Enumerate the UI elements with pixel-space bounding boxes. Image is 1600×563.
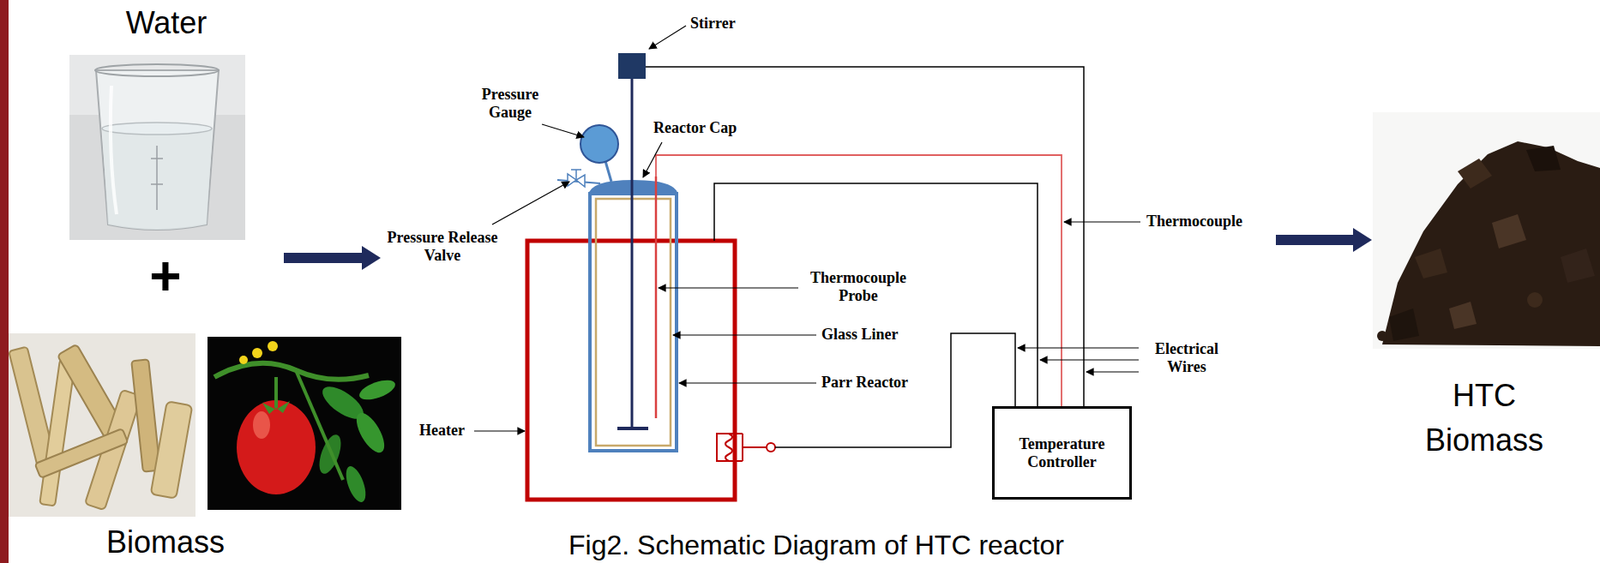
figure-caption: Fig2. Schematic Diagram of HTC reactor bbox=[568, 530, 1065, 561]
tomato-photo bbox=[356, 376, 398, 404]
part-label: Glass Liner bbox=[821, 325, 899, 344]
photo-panel: Water bbox=[69, 1, 246, 241]
leader-line bbox=[474, 25, 1141, 432]
water-photo bbox=[150, 183, 163, 186]
tomato-photo bbox=[274, 377, 278, 409]
process-arrow bbox=[283, 246, 381, 271]
leader-line bbox=[679, 382, 817, 384]
stirrer-wire bbox=[645, 66, 1084, 407]
part-label: Pressure Gauge bbox=[467, 85, 554, 121]
heater-terminal bbox=[766, 443, 776, 452]
biomass-photo bbox=[150, 401, 193, 500]
box-label: Temperature Controller bbox=[1001, 435, 1123, 471]
part-label: Electrical Wires bbox=[1143, 340, 1230, 376]
leader-line bbox=[492, 181, 570, 225]
tomato-photo bbox=[252, 411, 271, 440]
heater-wire bbox=[714, 183, 1038, 407]
part-label: Pressure Release Valve bbox=[386, 228, 499, 265]
water-photo bbox=[69, 54, 246, 241]
tomato-photo bbox=[252, 348, 263, 359]
biomass-photo bbox=[35, 428, 129, 479]
part-label: Thermocouple bbox=[1146, 212, 1243, 231]
water-photo bbox=[95, 64, 219, 77]
thermocouple-probe bbox=[655, 176, 658, 419]
release-valve bbox=[575, 169, 578, 181]
htc-biomass-photo bbox=[1382, 141, 1600, 347]
biomass-photo bbox=[8, 333, 196, 518]
htc-biomass-photo bbox=[1491, 214, 1527, 249]
leader-line bbox=[658, 287, 799, 289]
tomato-photo bbox=[236, 400, 316, 495]
heater-coil bbox=[742, 446, 767, 449]
tomato-photo bbox=[207, 336, 402, 511]
htc-biomass-photo bbox=[1414, 248, 1448, 279]
leader-line bbox=[673, 334, 817, 336]
photo-panel: Biomass bbox=[8, 333, 402, 563]
htc-biomass-photo bbox=[1377, 330, 1388, 342]
tomato-photo bbox=[239, 355, 248, 365]
htc-biomass-photo bbox=[1372, 112, 1600, 349]
tomato-photo bbox=[267, 341, 278, 352]
water-photo bbox=[102, 122, 212, 135]
controller-box: Temperature Controller bbox=[992, 406, 1132, 500]
leader-line bbox=[1017, 347, 1139, 349]
htc-biomass-photo bbox=[1526, 145, 1561, 172]
leader-line bbox=[1040, 359, 1139, 361]
htc-biomass-photo bbox=[1372, 112, 1600, 349]
process-arrow bbox=[1275, 234, 1355, 246]
leader-line bbox=[649, 25, 686, 49]
part-label: Stirrer bbox=[690, 14, 736, 33]
biomass-photo bbox=[131, 359, 160, 472]
stirrer-blade bbox=[617, 427, 649, 431]
biomass-photo bbox=[8, 333, 196, 518]
leader-line bbox=[643, 142, 662, 178]
gauge-stem bbox=[605, 161, 612, 182]
part-label: Reactor Cap bbox=[653, 119, 737, 138]
leader-line bbox=[541, 124, 584, 138]
leader-line bbox=[1086, 371, 1139, 373]
release-valve bbox=[571, 168, 582, 171]
release-valve bbox=[576, 174, 585, 187]
photo-label: Biomass bbox=[106, 524, 225, 560]
water-photo bbox=[156, 145, 158, 211]
edge-bar bbox=[0, 0, 9, 563]
stirrer-shaft bbox=[631, 78, 634, 429]
photo-label: HTC Biomass bbox=[1411, 373, 1558, 464]
htc-biomass-photo bbox=[1527, 292, 1543, 308]
leader-line bbox=[1064, 221, 1141, 223]
part-label: Thermocouple Probe bbox=[802, 269, 915, 305]
heater-coil bbox=[716, 433, 743, 462]
part-label: Heater bbox=[419, 421, 465, 440]
tomato-photo bbox=[350, 409, 390, 458]
water-photo bbox=[102, 128, 213, 230]
biomass-photo bbox=[39, 360, 75, 507]
plus-sign: + bbox=[149, 245, 181, 309]
process-arrow bbox=[1353, 228, 1372, 253]
stirrer-motor bbox=[618, 53, 646, 79]
tomato-photo bbox=[342, 463, 370, 506]
photo-panel: HTC Biomass bbox=[1372, 112, 1600, 473]
process-arrow bbox=[1275, 228, 1372, 253]
water-photo bbox=[69, 54, 246, 241]
htc-biomass-photo bbox=[1389, 308, 1420, 342]
water-photo bbox=[110, 85, 117, 215]
water-photo bbox=[150, 157, 163, 160]
release-valve bbox=[567, 174, 577, 187]
thermocouple-wire bbox=[655, 155, 1062, 407]
water-photo bbox=[96, 70, 219, 230]
part-label: Parr Reactor bbox=[821, 373, 909, 392]
tomato-photo bbox=[214, 363, 369, 380]
htc-biomass-photo bbox=[1449, 301, 1477, 330]
htc-biomass-photo bbox=[1560, 248, 1595, 283]
tomato-photo bbox=[207, 336, 402, 511]
htc-biomass-photo bbox=[1457, 158, 1492, 189]
leader-line bbox=[474, 430, 525, 432]
photo-label: Water bbox=[126, 5, 208, 41]
control-wire bbox=[775, 333, 1016, 448]
pressure-gauge bbox=[580, 125, 619, 163]
process-arrow bbox=[283, 252, 364, 264]
process-arrow bbox=[361, 246, 381, 271]
